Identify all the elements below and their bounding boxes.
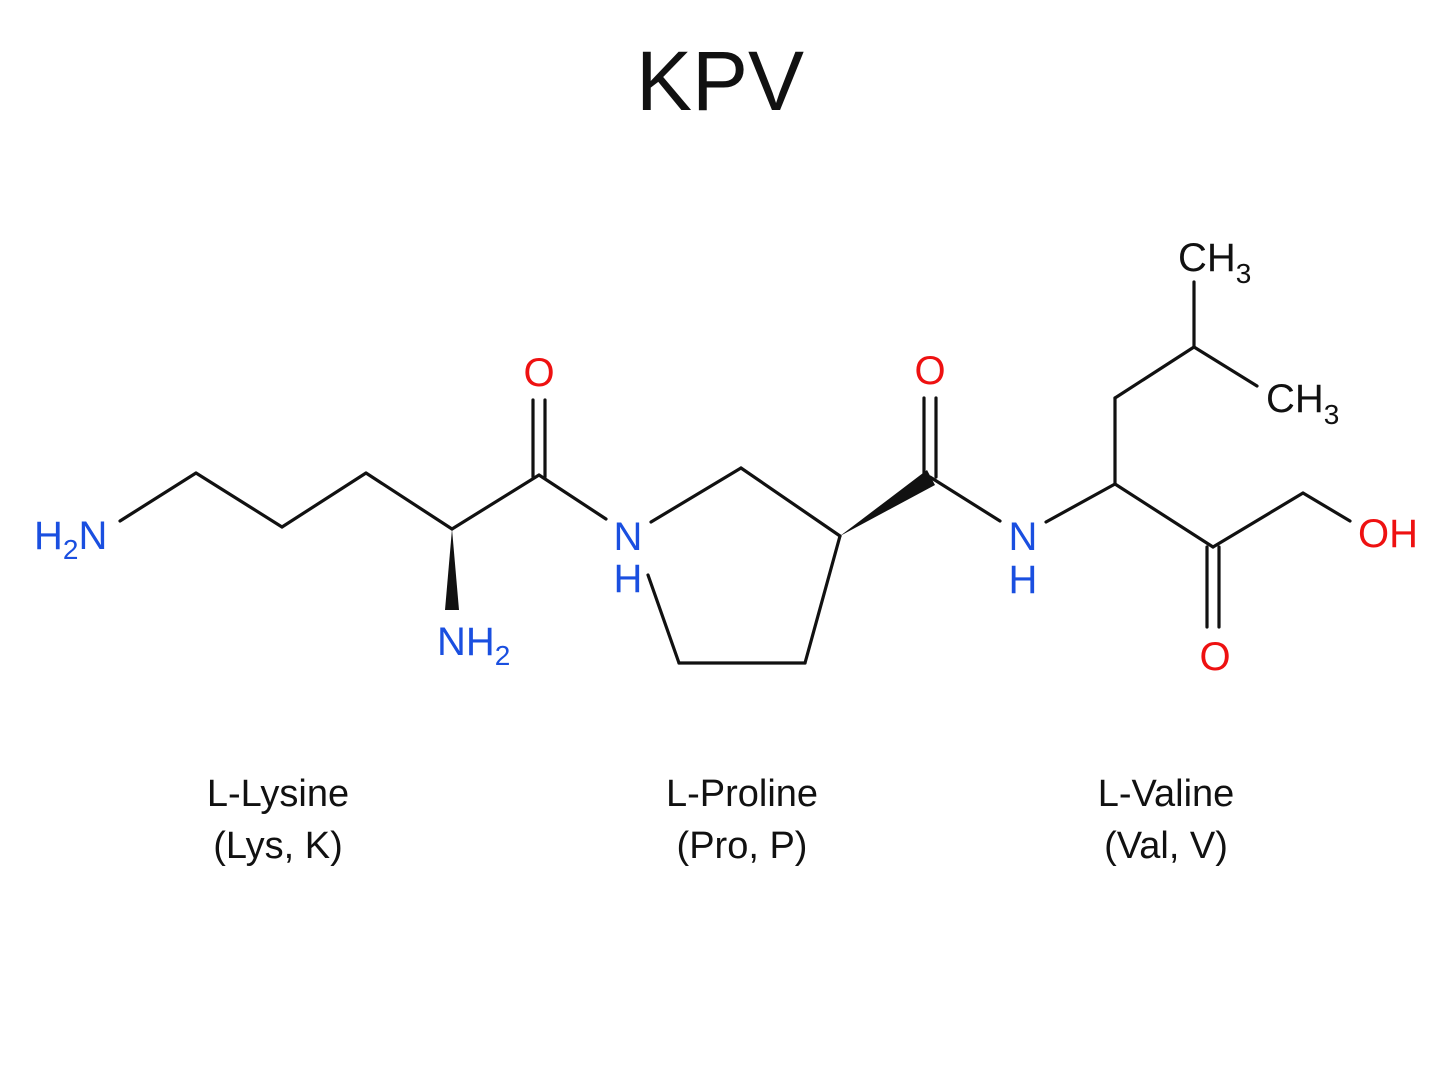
caption-lysine-name: L-Lysine [207,773,349,815]
bond-val-5 [1192,345,1259,388]
atom-oxygen-3: O [1199,635,1230,679]
residue-captions: L-Lysine (Lys, K) L-Proline (Pro, P) L-V… [207,773,1234,867]
atom-proline-n: N [614,515,643,559]
atom-methyl-2: CH3 [1266,377,1339,430]
wedge-bond-lys [445,529,459,610]
bond-val-3 [1113,345,1196,400]
bond-pro-2 [739,466,842,538]
diagram-title: KPV [636,34,804,128]
bond-lys-5 [450,473,541,531]
atom-hydroxyl: OH [1358,512,1418,556]
bond-amide-2 [928,475,1002,523]
atom-valine-n: N [1009,515,1038,559]
atom-oxygen-2: O [914,349,945,393]
bond-val-7 [1211,491,1305,549]
atom-valine-h: H [1009,558,1038,602]
bond-pro-3 [803,534,842,665]
caption-proline-name: L-Proline [666,773,818,815]
bond-lys-1 [118,471,198,523]
bond-lys-4 [364,471,454,531]
bond-pro-1 [649,466,743,524]
bond-val-6 [1113,482,1215,549]
caption-valine-abbr: (Val, V) [1104,825,1228,867]
bond-lys-2 [194,471,284,529]
caption-lysine-abbr: (Lys, K) [213,825,343,867]
atom-alpha-amine: NH2 [437,620,510,671]
bond-skeleton [118,280,1352,665]
atom-proline-h: H [614,557,643,601]
atom-methyl-1: CH3 [1178,236,1251,289]
atom-oxygen-1: O [523,351,554,395]
bond-val-1 [1044,482,1117,524]
wedge-bond-pro [840,470,935,536]
bond-amide-1 [537,473,608,521]
bond-val-8 [1301,491,1352,523]
bond-pro-5 [646,573,681,665]
atom-terminal-amine: H2N [34,514,107,565]
bond-lys-3 [280,471,368,529]
caption-proline-abbr: (Pro, P) [677,825,808,867]
caption-valine-name: L-Valine [1098,773,1235,815]
